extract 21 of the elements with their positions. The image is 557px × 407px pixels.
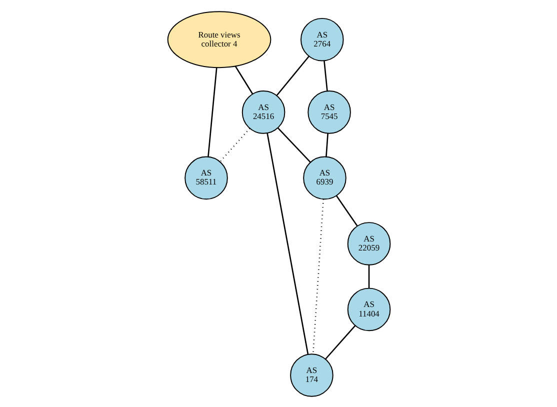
connector <box>312 198 324 354</box>
connector <box>207 67 217 156</box>
connector <box>323 60 328 91</box>
connector <box>266 132 308 354</box>
connector <box>324 324 356 360</box>
node-ellipse: Route views collector 4 <box>166 10 271 68</box>
connector <box>368 264 370 288</box>
connector <box>219 128 250 162</box>
connector <box>276 127 310 162</box>
node-circle: AS 2764 <box>300 17 344 61</box>
connector <box>325 132 328 156</box>
node-circle: AS 58511 <box>184 156 228 200</box>
connector <box>335 194 358 226</box>
connector <box>234 65 253 94</box>
node-circle: AS 6939 <box>302 156 346 200</box>
node-circle: AS 11404 <box>346 287 390 331</box>
node-circle: AS 174 <box>290 353 333 396</box>
node-circle: AS 24516 <box>241 90 285 134</box>
node-circle: AS 22059 <box>346 222 390 265</box>
connector <box>276 55 309 96</box>
node-circle: AS 7545 <box>307 90 350 134</box>
